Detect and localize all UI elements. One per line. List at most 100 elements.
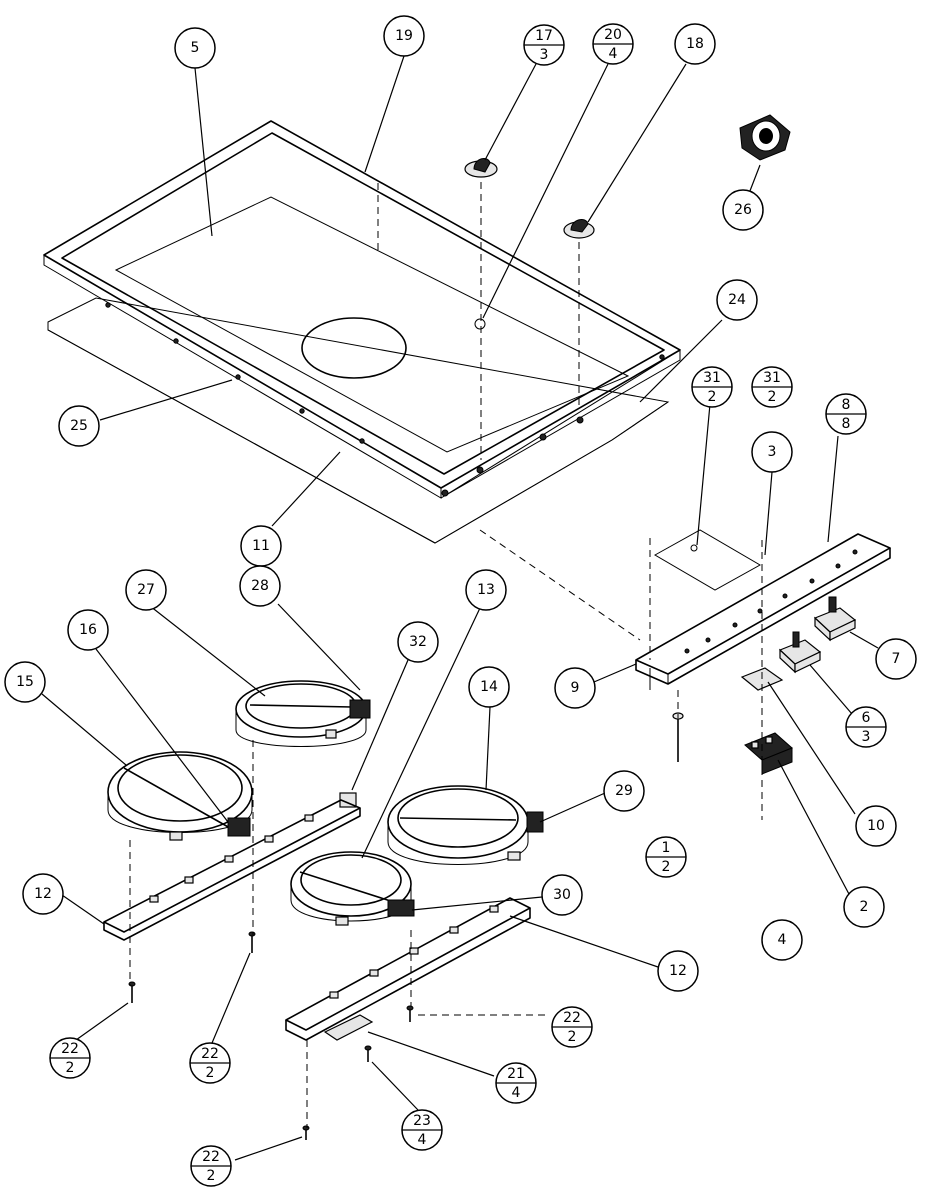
callout-part-number: 31 bbox=[763, 370, 781, 386]
callout-c30: 30 bbox=[541, 874, 583, 916]
callout-c14: 14 bbox=[468, 666, 510, 708]
callout-circle bbox=[603, 770, 645, 812]
callout-circle bbox=[761, 919, 803, 961]
callout-c2: 2 bbox=[843, 886, 885, 928]
callout-part-number: 21 bbox=[507, 1066, 525, 1082]
callout-c4: 4 bbox=[761, 919, 803, 961]
callout-part-number: 3 bbox=[768, 444, 777, 460]
callout-part-number: 22 bbox=[61, 1041, 79, 1057]
callout-c26: 26 bbox=[722, 189, 764, 231]
switch-7 bbox=[813, 596, 857, 642]
callout-part-number: 9 bbox=[571, 680, 580, 696]
badge-26 bbox=[739, 114, 791, 161]
callout-part-number: 22 bbox=[202, 1149, 220, 1165]
callout-c7: 7 bbox=[875, 638, 917, 680]
callout-part-number: 1 bbox=[662, 840, 671, 856]
callout-circle bbox=[383, 15, 425, 57]
callout-c24: 24 bbox=[716, 279, 758, 321]
callout-quantity: 3 bbox=[540, 47, 549, 63]
callout-part-number: 8 bbox=[842, 397, 851, 413]
callout-part-number: 27 bbox=[137, 582, 155, 598]
callout-part-number: 11 bbox=[252, 538, 270, 554]
rail-12-left bbox=[103, 799, 361, 941]
heating-element-13 bbox=[290, 851, 415, 926]
callout-part-number: 5 bbox=[191, 40, 200, 56]
callout-part-number: 28 bbox=[251, 578, 269, 594]
callout-circle bbox=[468, 666, 510, 708]
callout-circle bbox=[674, 23, 716, 65]
callout-part-number: 2 bbox=[860, 899, 869, 915]
callout-c3: 3 bbox=[751, 431, 793, 473]
callout-c10: 10 bbox=[855, 805, 897, 847]
callout-c27: 27 bbox=[125, 569, 167, 611]
terminal-block-2 bbox=[744, 732, 793, 775]
callout-c8: 88 bbox=[825, 393, 867, 435]
callout-part-number: 12 bbox=[669, 963, 687, 979]
callout-c15: 15 bbox=[4, 661, 46, 703]
knob-18 bbox=[563, 218, 595, 239]
callout-c16: 16 bbox=[67, 609, 109, 651]
callout-part-number: 15 bbox=[16, 674, 34, 690]
callout-part-number: 22 bbox=[563, 1010, 581, 1026]
callout-c29: 29 bbox=[603, 770, 645, 812]
switch-6 bbox=[778, 631, 822, 674]
callout-part-number: 18 bbox=[686, 36, 704, 52]
callout-circle bbox=[751, 431, 793, 473]
callout-c5: 5 bbox=[174, 27, 216, 69]
callout-part-number: 12 bbox=[34, 886, 52, 902]
callout-part-number: 26 bbox=[734, 202, 752, 218]
callout-circle bbox=[397, 621, 439, 663]
screw-1 bbox=[672, 712, 684, 762]
callout-part-number: 23 bbox=[413, 1113, 431, 1129]
callout-c1: 12 bbox=[645, 836, 687, 878]
callout-c12b: 12 bbox=[657, 950, 699, 992]
callout-circle bbox=[554, 667, 596, 709]
callout-part-number: 22 bbox=[201, 1046, 219, 1062]
callout-quantity: 8 bbox=[842, 416, 851, 432]
callout-quantity: 2 bbox=[568, 1029, 577, 1045]
callout-circle bbox=[174, 27, 216, 69]
heating-element-15 bbox=[107, 751, 253, 841]
callout-circle bbox=[465, 569, 507, 611]
callout-c12a: 12 bbox=[22, 873, 64, 915]
screws bbox=[128, 931, 414, 1140]
callout-c17: 173 bbox=[523, 24, 565, 66]
callout-circle bbox=[843, 886, 885, 928]
callout-part-number: 31 bbox=[703, 370, 721, 386]
callout-c21: 214 bbox=[495, 1062, 537, 1104]
callout-c22a: 222 bbox=[49, 1037, 91, 1079]
callout-circle bbox=[722, 189, 764, 231]
callout-part-number: 7 bbox=[892, 651, 901, 667]
callout-c11: 11 bbox=[240, 525, 282, 567]
callout-c32: 32 bbox=[397, 621, 439, 663]
callout-c22d: 222 bbox=[190, 1145, 232, 1187]
assembly-lines bbox=[129, 182, 763, 1128]
callout-circle bbox=[58, 405, 100, 447]
control-bracket-assembly bbox=[635, 529, 891, 690]
callout-quantity: 4 bbox=[609, 46, 618, 62]
callout-c28: 28 bbox=[239, 565, 281, 607]
callout-quantity: 2 bbox=[66, 1060, 75, 1076]
callout-part-number: 25 bbox=[70, 418, 88, 434]
callout-part-number: 13 bbox=[477, 582, 495, 598]
callout-part-number: 14 bbox=[480, 679, 498, 695]
callout-c25: 25 bbox=[58, 405, 100, 447]
heating-element-14 bbox=[387, 785, 544, 865]
heating-element-27 bbox=[235, 680, 371, 747]
glass-cooktop-assembly bbox=[43, 120, 681, 544]
callout-c19: 19 bbox=[383, 15, 425, 57]
callout-circle bbox=[541, 874, 583, 916]
callout-circle bbox=[875, 638, 917, 680]
callout-quantity: 4 bbox=[512, 1085, 521, 1101]
callout-part-number: 32 bbox=[409, 634, 427, 650]
callout-circle bbox=[657, 950, 699, 992]
rail-12-right bbox=[285, 897, 531, 1041]
callout-quantity: 2 bbox=[206, 1065, 215, 1081]
callout-quantity: 2 bbox=[207, 1168, 216, 1184]
callout-c20: 204 bbox=[592, 23, 634, 65]
callout-quantity: 3 bbox=[862, 729, 871, 745]
callout-part-number: 29 bbox=[615, 783, 633, 799]
callout-circle bbox=[125, 569, 167, 611]
